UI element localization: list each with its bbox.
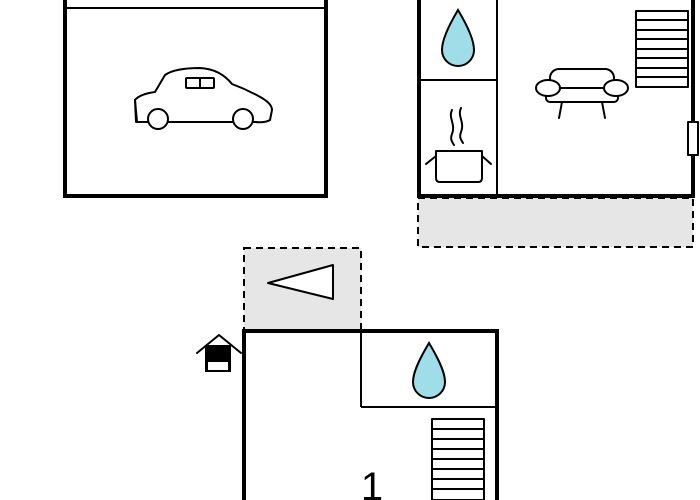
- stairs-icon: [431, 418, 485, 500]
- cooking-pot-icon: [425, 107, 492, 183]
- entrance-arrow-icon: [267, 264, 334, 300]
- terrace-area: [417, 197, 694, 248]
- water-drop-icon: [411, 341, 447, 399]
- lower-house: 1: [242, 329, 499, 500]
- sofa-icon: [535, 68, 629, 119]
- window-icon: [687, 121, 699, 156]
- house-entrance-icon: [196, 334, 242, 372]
- water-drop-icon: [440, 8, 476, 67]
- garage: [63, 0, 328, 198]
- upper-house: [417, 0, 699, 198]
- car-icon: [134, 67, 273, 130]
- floor-number-label: 1: [361, 465, 383, 500]
- stairs-icon: [635, 10, 689, 88]
